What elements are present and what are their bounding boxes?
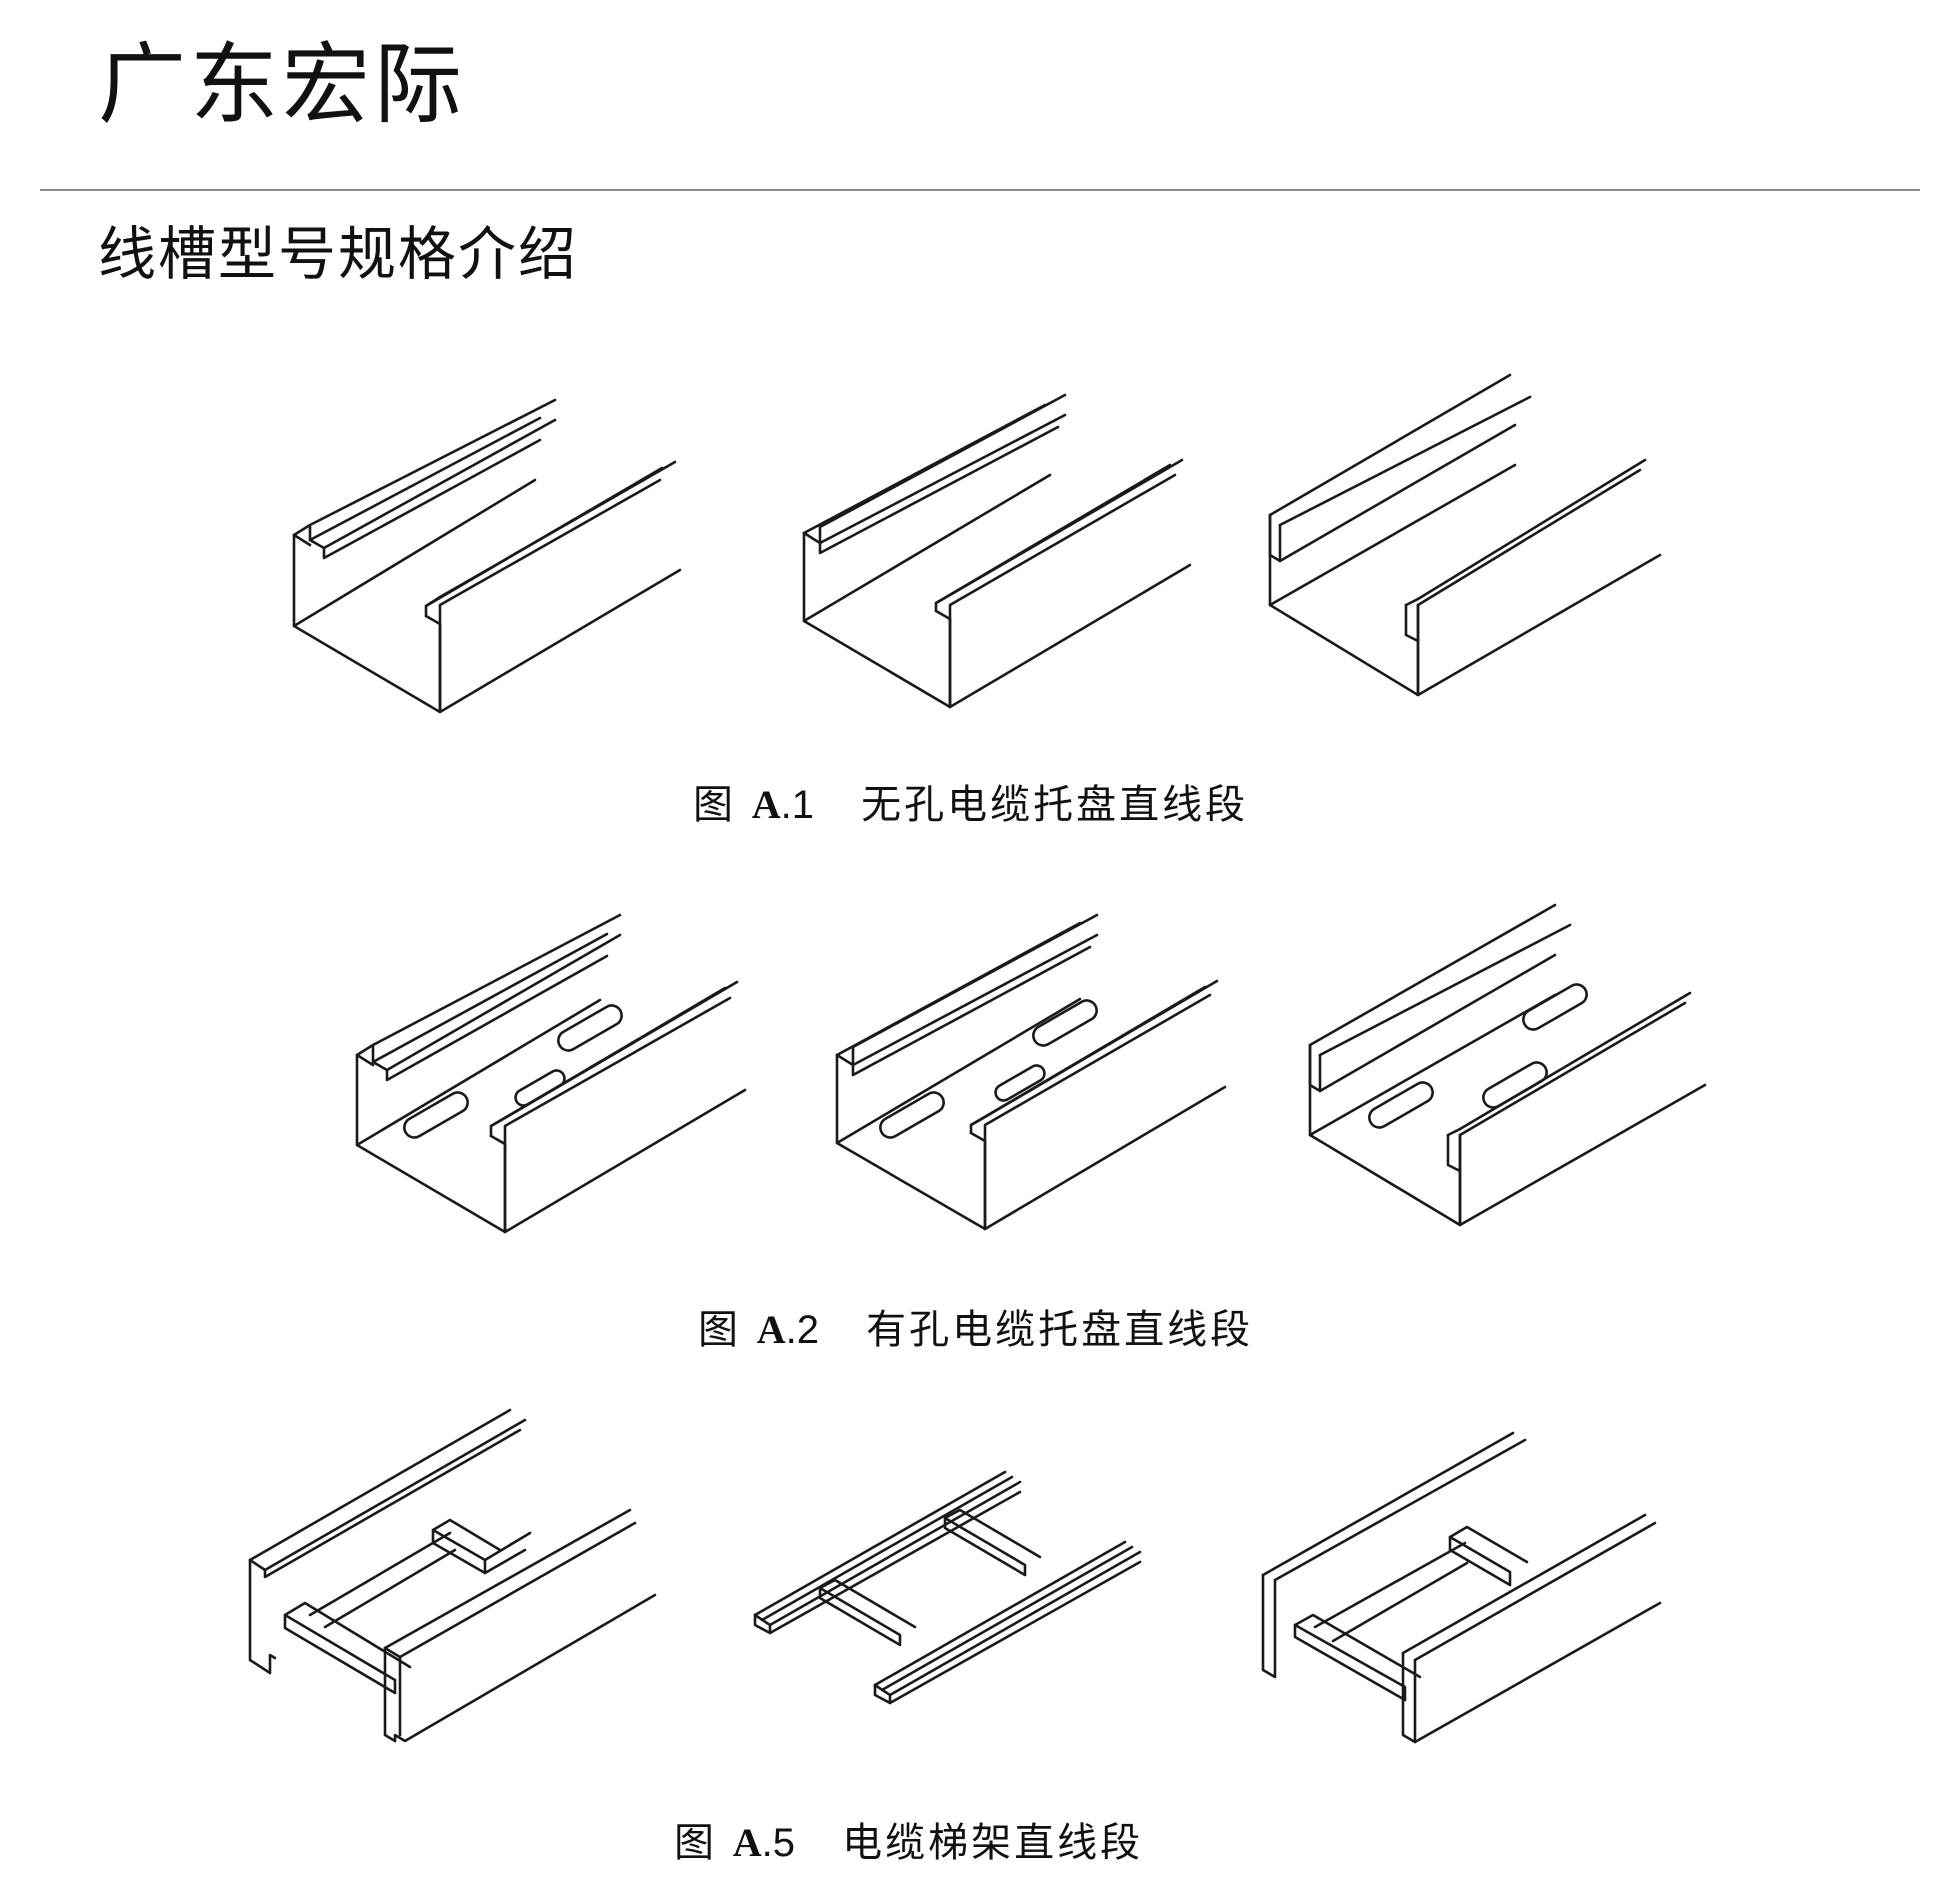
figure-a1-caption-text: 无孔电缆托盘直线段 <box>861 782 1249 828</box>
trough-perforated-3-illustration <box>1308 903 1707 1227</box>
section-title: 线槽型号规格介绍 <box>98 220 579 288</box>
figure-a2-caption-text: 有孔电缆托盘直线段 <box>866 1307 1254 1353</box>
figure-a5-caption: 图 A.5 电缆梯架直线段 <box>674 1818 1143 1868</box>
figure-a2-fig-id: A <box>756 1307 786 1352</box>
trough-perforated-2-illustration <box>835 913 1227 1231</box>
figure-a1-fig-id: A <box>751 782 781 827</box>
ladder-2-illustration <box>753 1470 1142 1705</box>
trough-unperforated-3-illustration <box>1268 373 1662 697</box>
figure-a2-fig-word: 图 <box>698 1307 741 1353</box>
ladder-3-illustration <box>1261 1431 1662 1744</box>
ladder-1-illustration <box>248 1408 657 1743</box>
figure-a2-fig-num: .2 <box>785 1308 819 1352</box>
figure-a2-caption: 图 A.2 有孔电缆托盘直线段 <box>698 1305 1253 1355</box>
header-divider <box>40 189 1920 191</box>
trough-perforated-1-illustration <box>355 913 747 1234</box>
figure-a1-fig-word: 图 <box>693 782 736 828</box>
trough-unperforated-2-illustration <box>802 393 1192 709</box>
figure-a5-fig-id: A <box>732 1820 762 1865</box>
figure-a5-fig-num: .5 <box>761 1821 795 1865</box>
brand-title: 广东宏际 <box>98 33 467 136</box>
figure-a5-caption-text: 电缆梯架直线段 <box>842 1820 1144 1866</box>
figure-a1-caption: 图 A.1 无孔电缆托盘直线段 <box>693 780 1248 830</box>
trough-unperforated-1-illustration <box>292 398 682 714</box>
figure-a5-fig-word: 图 <box>674 1820 717 1866</box>
figure-a1-fig-num: .1 <box>780 783 814 827</box>
